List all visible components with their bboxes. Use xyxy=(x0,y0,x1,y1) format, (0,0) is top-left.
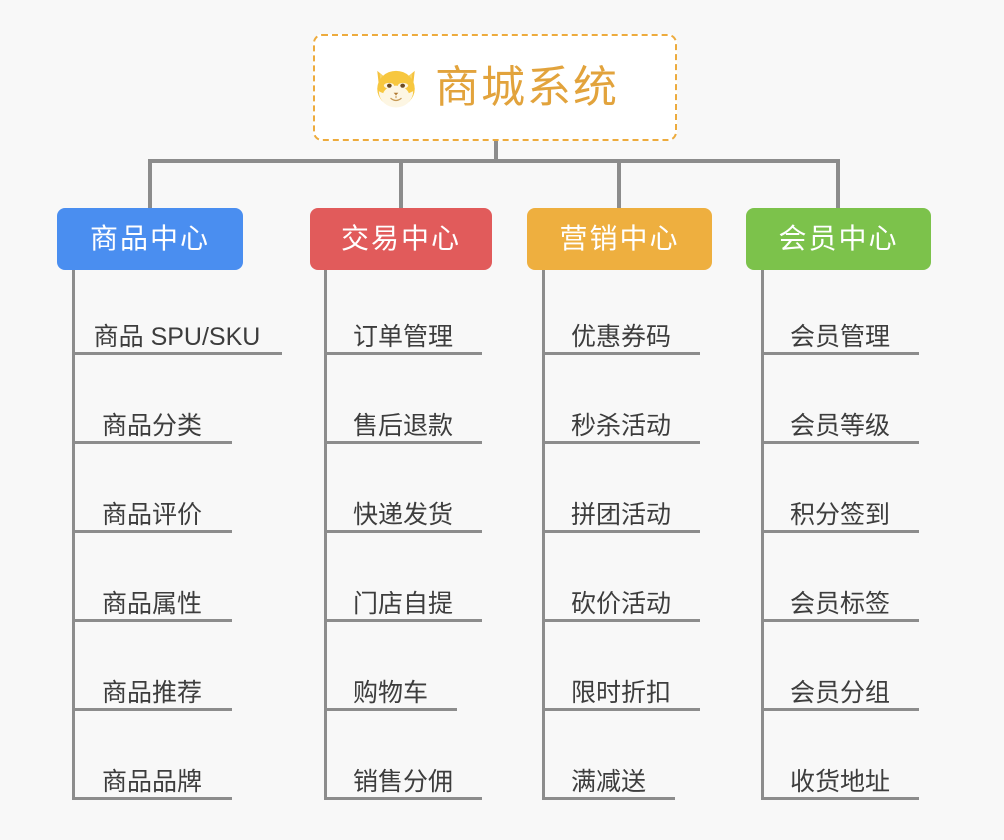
leaf-item-underline xyxy=(761,708,919,711)
leaf-item-label: 销售分佣 xyxy=(352,768,453,796)
leaf-item-label: 购物车 xyxy=(352,679,428,707)
leaf-item-label: 会员管理 xyxy=(789,323,890,351)
branch-header-product[interactable]: 商品中心 xyxy=(57,208,243,270)
branch-header-marketing[interactable]: 营销中心 xyxy=(527,208,712,270)
leaf-column-trunk xyxy=(324,270,327,800)
branch-bus-line xyxy=(148,159,840,163)
leaf-item-label: 会员等级 xyxy=(789,412,890,440)
leaf-item-underline xyxy=(324,441,482,444)
leaf-item-underline xyxy=(72,530,232,533)
leaf-item-label: 砍价活动 xyxy=(570,590,671,618)
branch-header-label: 会员中心 xyxy=(778,223,899,254)
leaf-item-underline xyxy=(72,352,282,355)
leaf-item-label: 拼团活动 xyxy=(570,501,671,529)
branch-header-trade[interactable]: 交易中心 xyxy=(310,208,492,270)
leaf-item-label: 会员分组 xyxy=(789,679,890,707)
leaf-item-underline xyxy=(72,708,232,711)
leaf-item-underline xyxy=(324,530,482,533)
leaf-item-underline xyxy=(324,619,482,622)
leaf-item-underline xyxy=(542,352,700,355)
leaf-item-underline xyxy=(761,797,919,800)
branch-drop-line-3 xyxy=(617,159,621,210)
leaf-column-trunk xyxy=(542,270,545,800)
leaf-item-underline xyxy=(542,708,700,711)
leaf-item-label: 收货地址 xyxy=(789,768,890,796)
leaf-column-trunk xyxy=(761,270,764,800)
leaf-item-label: 订单管理 xyxy=(352,323,453,351)
root-connector-stub xyxy=(494,141,498,163)
branch-header-member[interactable]: 会员中心 xyxy=(746,208,931,270)
leaf-item-underline xyxy=(324,708,457,711)
leaf-item-underline xyxy=(761,530,919,533)
leaf-item-underline xyxy=(324,797,482,800)
leaf-item-label: 优惠券码 xyxy=(570,323,671,351)
leaf-item-underline xyxy=(72,441,232,444)
root-title: 商城系统 xyxy=(435,62,619,112)
leaf-item-label: 快递发货 xyxy=(352,501,453,529)
shiba-dog-face-icon xyxy=(377,70,415,108)
leaf-item-label: 限时折扣 xyxy=(570,679,671,707)
leaf-item-underline xyxy=(72,797,232,800)
leaf-item-label: 商品品牌 xyxy=(101,768,202,796)
leaf-item-label: 秒杀活动 xyxy=(570,412,671,440)
leaf-item-underline xyxy=(761,441,919,444)
root-node[interactable]: 商城系统 xyxy=(313,34,677,141)
branch-header-label: 交易中心 xyxy=(340,223,461,254)
leaf-item-underline xyxy=(542,441,700,444)
leaf-item-label: 商品评价 xyxy=(101,501,202,529)
leaf-item-label: 商品推荐 xyxy=(101,679,202,707)
leaf-item-underline xyxy=(72,619,232,622)
leaf-item-label: 门店自提 xyxy=(352,590,453,618)
leaf-item-underline xyxy=(761,352,919,355)
leaf-item-underline xyxy=(761,619,919,622)
leaf-item-underline xyxy=(324,352,482,355)
leaf-item-label: 商品 SPU/SKU xyxy=(93,323,261,351)
leaf-item-label: 商品属性 xyxy=(101,590,202,618)
leaf-item-label: 售后退款 xyxy=(352,412,453,440)
branch-header-label: 商品中心 xyxy=(89,223,210,254)
branch-header-label: 营销中心 xyxy=(559,223,680,254)
branch-drop-line-4 xyxy=(836,159,840,210)
leaf-item-label: 会员标签 xyxy=(789,590,890,618)
leaf-item-underline xyxy=(542,619,700,622)
branch-drop-line-2 xyxy=(399,159,403,210)
leaf-item-underline xyxy=(542,530,700,533)
leaf-item-underline xyxy=(542,797,675,800)
leaf-item-label: 积分签到 xyxy=(789,501,890,529)
branch-drop-line-1 xyxy=(148,159,152,210)
leaf-item-label: 满减送 xyxy=(570,768,646,796)
leaf-item-label: 商品分类 xyxy=(101,412,202,440)
leaf-column-trunk xyxy=(72,270,75,800)
